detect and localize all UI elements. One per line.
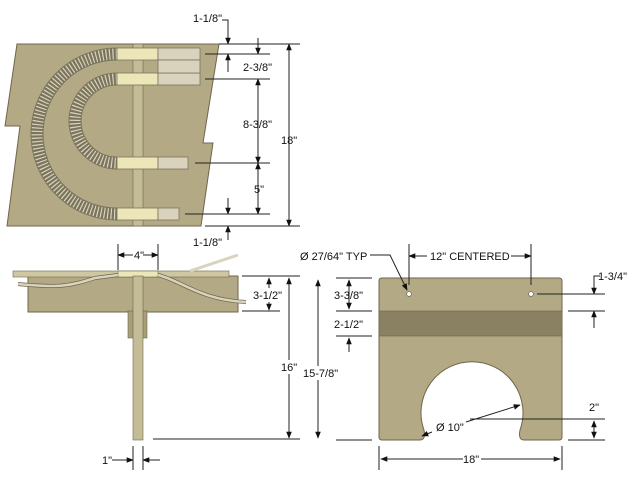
front-band — [378, 310, 563, 337]
dim-hole-diameter: Ø 27/64" TYP — [300, 251, 367, 263]
dim-overall-depth: 18" — [281, 135, 297, 147]
upper-track-ramp — [189, 253, 239, 273]
mount-hole — [406, 291, 412, 297]
dim-top-offset: 1-1/8" — [193, 13, 222, 25]
straight-tracks — [116, 47, 201, 221]
dim-board-thickness: 3-1/2" — [253, 290, 282, 302]
dim-arch-offset: 2" — [589, 402, 599, 414]
dim-band-top: 3-3/8" — [334, 290, 363, 302]
dim-post-height: 16" — [281, 362, 297, 374]
dim-hole-offset: 1-3/4" — [598, 271, 627, 283]
side-view: 4" 3-1/2" 16" 1" — [12, 244, 300, 470]
front-view: Ø 27/64" TYP 12" CENTERED 1-3/4" 3-3/8" … — [300, 244, 627, 470]
dim-hole-spacing: 12" CENTERED — [430, 251, 510, 263]
front-panel — [378, 277, 563, 441]
post — [132, 275, 144, 441]
dim-post-width: 1" — [102, 455, 112, 467]
dim-inner-diameter: 8-3/8" — [243, 119, 272, 131]
mount-hole — [528, 291, 534, 297]
dim-bottom-offset: 1-1/8" — [193, 237, 222, 249]
dim-arch-diameter: Ø 10" — [436, 422, 464, 434]
dim-lower-spacing: 5" — [254, 184, 264, 196]
top-view: 1-1/8" 2-3/8" 8-3/8" 5" 18" 1-1/8" — [4, 13, 300, 249]
center-post-strip — [132, 43, 144, 227]
outer-curve-track — [30, 47, 118, 221]
dim-panel-height: 15-7/8" — [303, 368, 338, 380]
dim-panel-width: 18" — [463, 454, 479, 466]
dim-roadbed-width: 4" — [134, 250, 144, 262]
dim-track-spacing: 2-3/8" — [243, 62, 272, 74]
dim-band-height: 2-1/2" — [334, 319, 363, 331]
